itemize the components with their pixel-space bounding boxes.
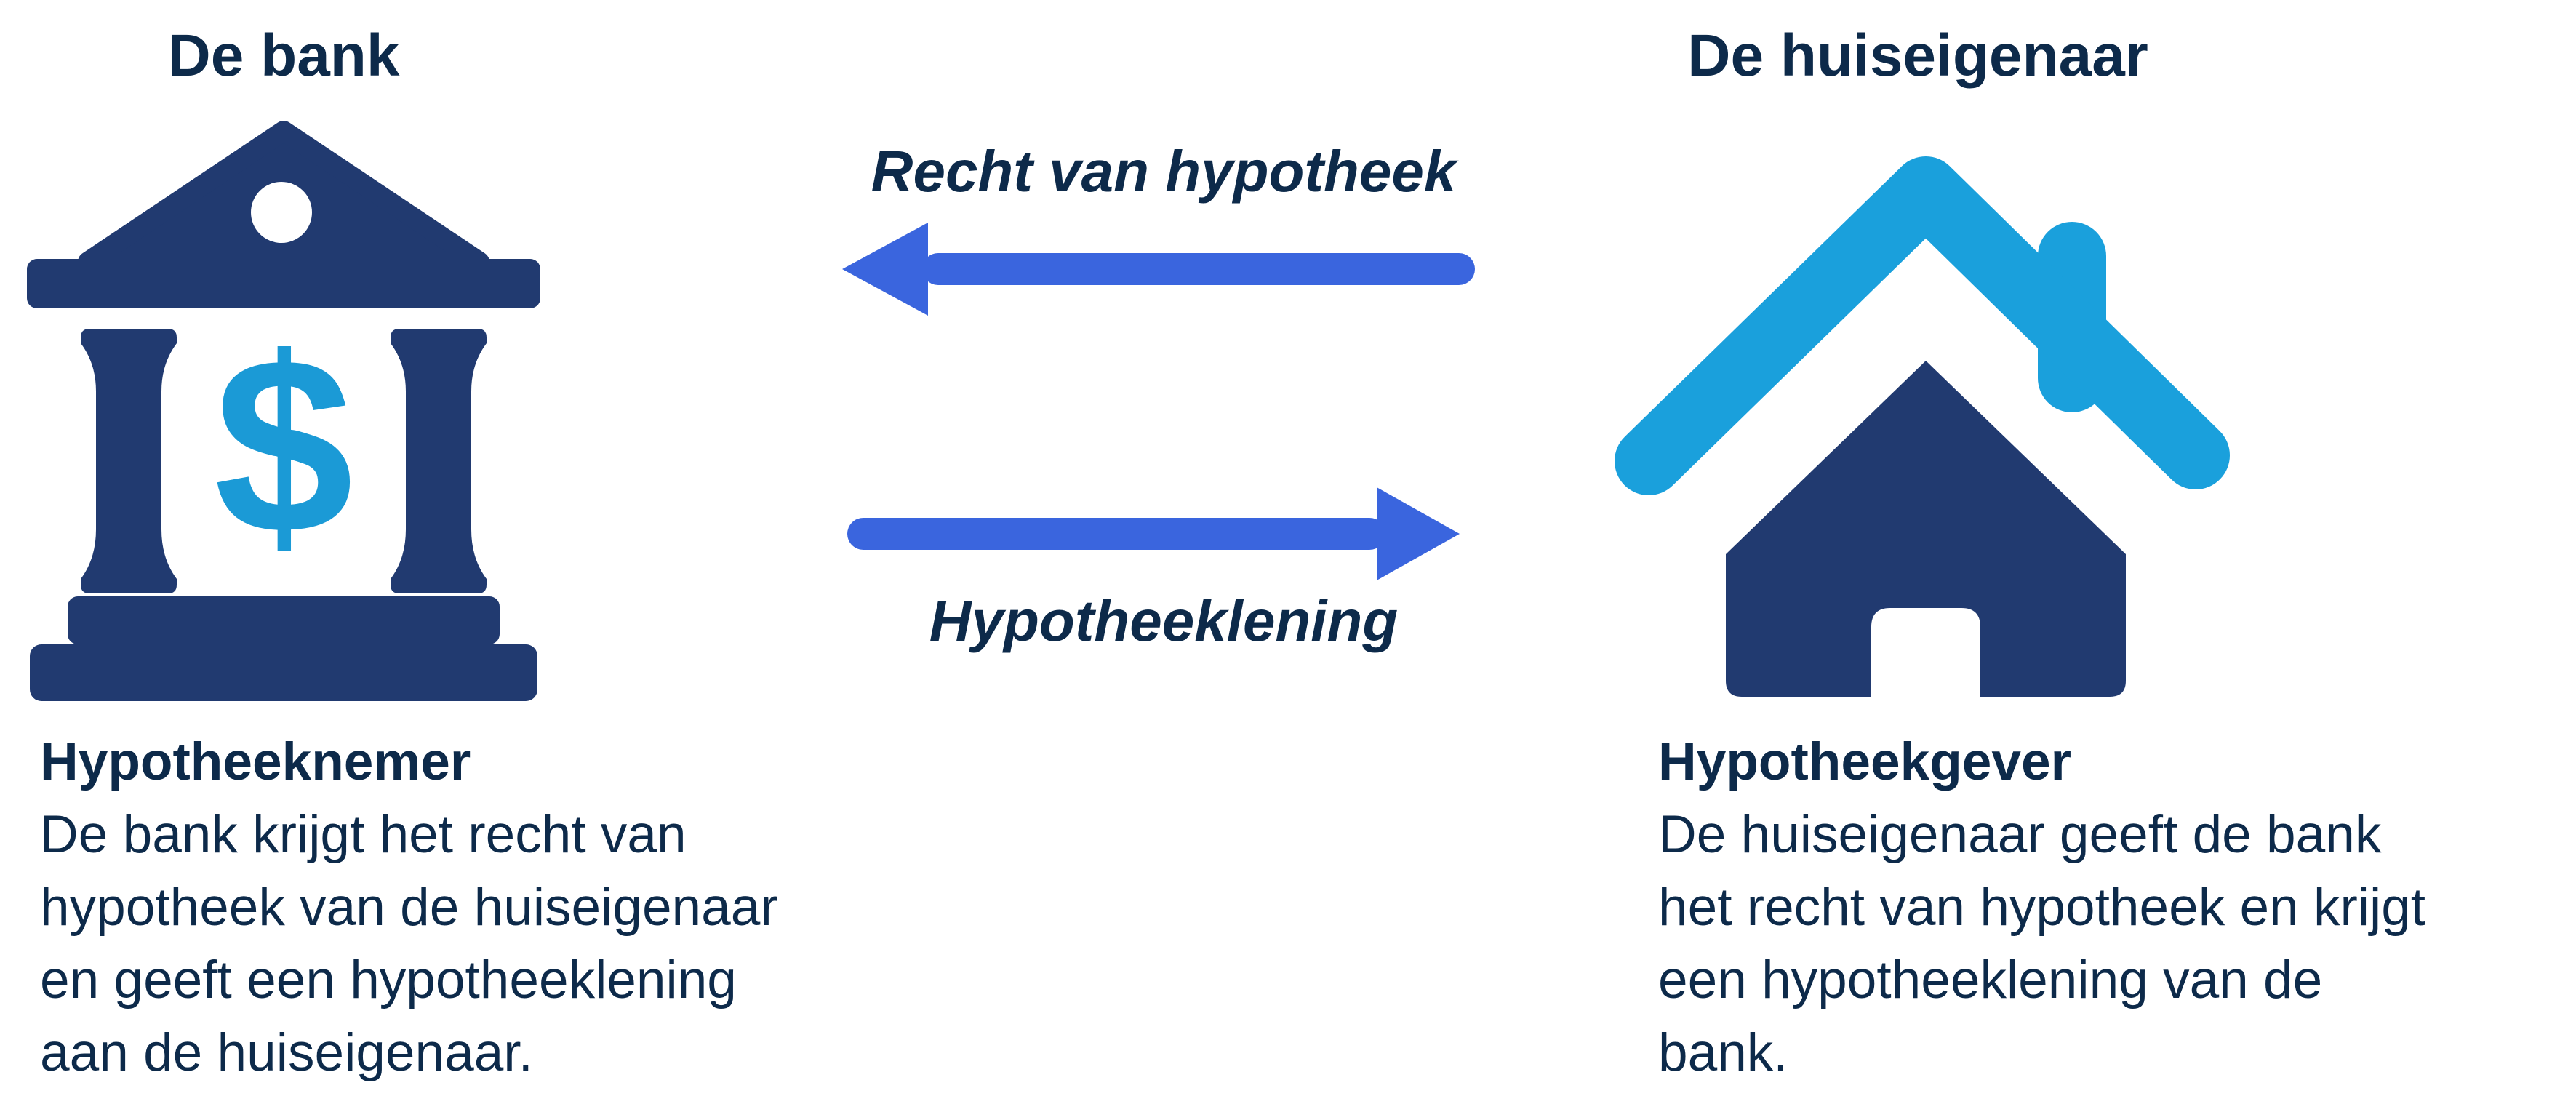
homeowner-role-heading: Hypotheekgever xyxy=(1658,732,2071,791)
bank-pillar-right-shape xyxy=(391,329,487,593)
bank-description-line: De bank krijgt het recht van xyxy=(40,805,687,864)
arrow-left-head-shape xyxy=(842,223,928,316)
homeowner-title: De huiseigenaar xyxy=(1687,23,2148,89)
bank-step-lower-shape xyxy=(30,644,537,701)
bank-step-upper-shape xyxy=(68,596,500,644)
house-roof-shape xyxy=(1615,156,2230,495)
house-icon xyxy=(1615,156,2230,697)
homeowner-description: Hypotheekgever De huiseigenaar geeft de … xyxy=(1658,726,2576,1089)
homeowner-description-line: een hypotheeklening van de xyxy=(1658,951,2323,1009)
bank-description-line: hypotheek van de huiseigenaar xyxy=(40,878,778,937)
bank-description-line: aan de huiseigenaar. xyxy=(40,1023,533,1082)
arrow-left-icon xyxy=(842,223,1475,316)
arrow-left-shaft-shape xyxy=(922,253,1475,285)
right-of-mortgage-label: Recht van hypotheek xyxy=(871,139,1457,204)
arrow-right-shaft-shape xyxy=(847,518,1385,550)
arrow-right-icon xyxy=(847,487,1460,580)
arrow-right-head-shape xyxy=(1377,487,1460,580)
homeowner-description-line: het recht van hypotheek en krijgt xyxy=(1658,878,2426,937)
bank-role-heading: Hypotheeknemer xyxy=(40,732,471,791)
bank-icon: $ xyxy=(27,121,540,701)
mortgage-loan-label: Hypotheeklening xyxy=(929,588,1399,653)
bank-description: Hypotheeknemer De bank krijgt het recht … xyxy=(40,726,949,1089)
house-body-shape xyxy=(1726,361,2126,697)
dollar-icon: $ xyxy=(214,306,353,586)
bank-title: De bank xyxy=(167,23,400,89)
bank-pillar-left-shape xyxy=(81,329,177,593)
homeowner-description-line: bank. xyxy=(1658,1023,1788,1082)
bank-pediment-window-shape xyxy=(251,182,312,243)
bank-description-line: en geeft een hypotheeklening xyxy=(40,951,737,1009)
homeowner-description-line: De huiseigenaar geeft de bank xyxy=(1658,805,2382,864)
bank-architrave-shape xyxy=(27,259,540,308)
